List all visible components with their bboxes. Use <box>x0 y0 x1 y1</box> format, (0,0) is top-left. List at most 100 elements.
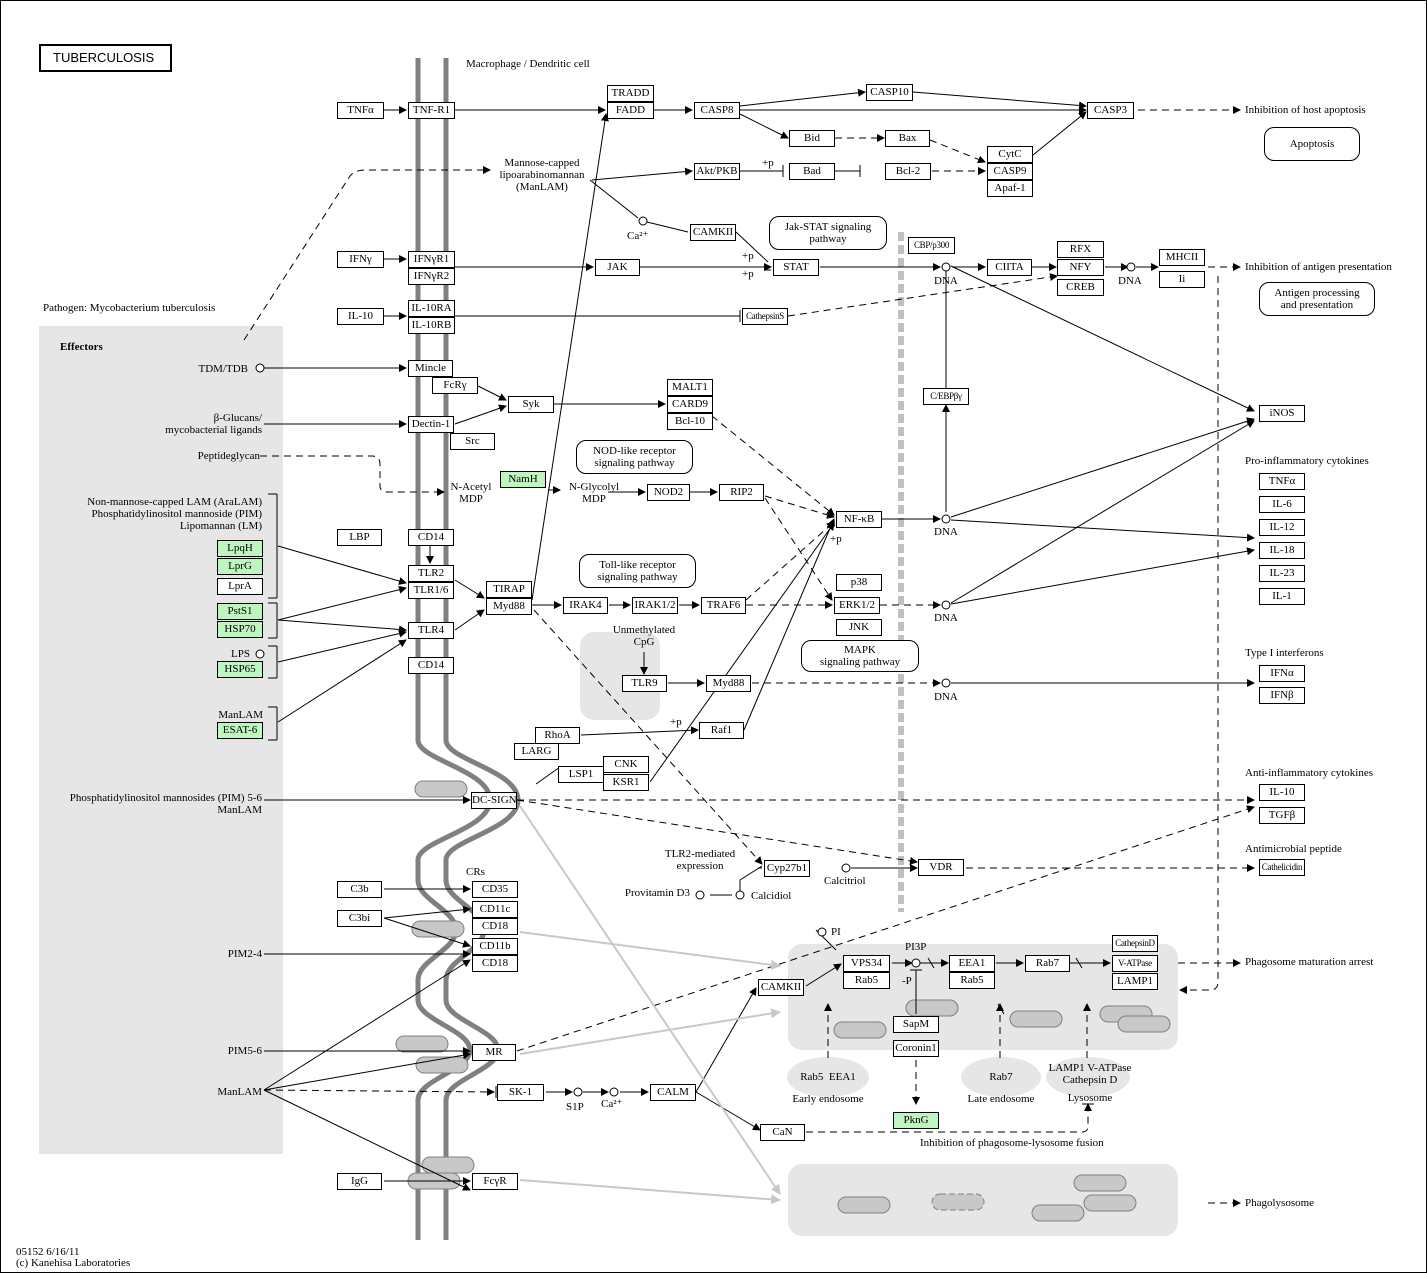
gene-node-ifna[interactable]: IFNα <box>1259 665 1305 682</box>
gene-node-cytc[interactable]: CytC <box>987 146 1033 163</box>
gene-node-rab5b[interactable]: Rab5 <box>949 972 995 989</box>
gene-node-inos[interactable]: iNOS <box>1259 405 1305 422</box>
gene-node-tnfa-o[interactable]: TNFα <box>1259 473 1305 490</box>
gene-node-ksr1[interactable]: KSR1 <box>603 774 649 791</box>
gene-node-casp9[interactable]: CASP9 <box>987 163 1033 180</box>
gene-node-nfy[interactable]: NFY <box>1057 259 1104 276</box>
gene-node-irak12[interactable]: IRAK1/2 <box>632 597 678 614</box>
gene-node-myd88a[interactable]: Myd88 <box>486 598 532 615</box>
gene-node-vps34[interactable]: VPS34 <box>843 955 890 972</box>
gene-node-bax[interactable]: Bax <box>885 130 930 147</box>
gene-node-casp3[interactable]: CASP3 <box>1087 102 1134 119</box>
gene-node-rhoa[interactable]: RhoA <box>535 727 580 744</box>
gene-node-nod2[interactable]: NOD2 <box>647 484 690 501</box>
gene-node-eea1[interactable]: EEA1 <box>949 955 995 972</box>
gene-node-jnk[interactable]: JNK <box>836 619 882 636</box>
gene-node-il18[interactable]: IL-18 <box>1259 542 1305 559</box>
gene-node-cd14a[interactable]: CD14 <box>408 529 454 546</box>
gene-node-lbp[interactable]: LBP <box>337 529 382 546</box>
gene-node-c3b[interactable]: C3b <box>337 881 382 898</box>
gene-node-igg[interactable]: IgG <box>337 1173 382 1190</box>
gene-node-hsp65[interactable]: HSP65 <box>217 661 263 678</box>
gene-node-cd11b[interactable]: CD11b <box>472 938 518 955</box>
gene-node-ciita[interactable]: CIITA <box>987 259 1032 276</box>
gene-node-lpra[interactable]: LprA <box>217 578 263 595</box>
gene-node-nfkb[interactable]: NF-κB <box>836 511 882 528</box>
gene-node-cd35[interactable]: CD35 <box>472 881 518 898</box>
gene-node-stat[interactable]: STAT <box>773 259 819 276</box>
gene-node-traf6[interactable]: TRAF6 <box>701 597 746 614</box>
gene-node-cd14b[interactable]: CD14 <box>408 657 454 674</box>
gene-node-sapm[interactable]: SapM <box>893 1016 939 1033</box>
gene-node-vatp[interactable]: V-ATPase <box>1112 955 1158 972</box>
gene-node-psts1[interactable]: PstS1 <box>217 603 263 620</box>
pathway-link-apop[interactable]: Apoptosis <box>1264 127 1360 161</box>
gene-node-ifnb[interactable]: IFNβ <box>1259 687 1305 704</box>
gene-node-mincle[interactable]: Mincle <box>408 360 453 377</box>
gene-node-mr[interactable]: MR <box>472 1044 516 1061</box>
gene-node-lamp1[interactable]: LAMP1 <box>1112 973 1158 990</box>
pathway-link-toll[interactable]: Toll-like receptor signaling pathway <box>579 554 696 588</box>
gene-node-bid[interactable]: Bid <box>789 130 835 147</box>
gene-node-cbp[interactable]: CBP/p300 <box>908 237 955 254</box>
gene-node-raf1[interactable]: Raf1 <box>699 722 744 739</box>
gene-node-catS[interactable]: CathepsinS <box>742 308 788 325</box>
gene-node-erk[interactable]: ERK1/2 <box>834 597 880 614</box>
gene-node-il10-l[interactable]: IL-10 <box>337 308 384 325</box>
gene-node-syk[interactable]: Syk <box>508 396 554 413</box>
gene-node-tirap[interactable]: TIRAP <box>486 581 532 598</box>
gene-node-mhcii[interactable]: MHCII <box>1159 249 1205 266</box>
gene-node-p38[interactable]: p38 <box>836 574 882 591</box>
gene-node-larg[interactable]: LARG <box>514 743 559 760</box>
gene-node-rab7[interactable]: Rab7 <box>1025 955 1070 972</box>
gene-node-catD[interactable]: CathepsinD <box>1112 935 1158 952</box>
gene-node-tlr2[interactable]: TLR2 <box>408 565 454 582</box>
gene-node-ifngr1[interactable]: IFNγR1 <box>408 251 455 268</box>
gene-node-tgfb[interactable]: TGFβ <box>1259 807 1305 824</box>
gene-node-esat6[interactable]: ESAT-6 <box>217 722 263 739</box>
gene-node-fcrg[interactable]: FcRγ <box>432 377 478 394</box>
gene-node-lsp1[interactable]: LSP1 <box>558 766 604 783</box>
gene-node-dectin[interactable]: Dectin-1 <box>408 416 454 433</box>
gene-node-lprg[interactable]: LprG <box>217 558 263 575</box>
gene-node-coronin[interactable]: Coronin1 <box>893 1040 939 1057</box>
gene-node-il1[interactable]: IL-1 <box>1259 588 1305 605</box>
gene-node-ifngr2[interactable]: IFNγR2 <box>408 268 455 285</box>
gene-node-tlr9[interactable]: TLR9 <box>622 675 667 692</box>
gene-node-malt1[interactable]: MALT1 <box>667 379 713 396</box>
pathway-link-jak[interactable]: Jak-STAT signaling pathway <box>769 216 887 250</box>
gene-node-src[interactable]: Src <box>450 433 495 450</box>
gene-node-jak[interactable]: JAK <box>595 259 640 276</box>
gene-node-hsp70[interactable]: HSP70 <box>217 621 263 638</box>
gene-node-vdr[interactable]: VDR <box>918 859 964 876</box>
gene-node-apaf1[interactable]: Apaf-1 <box>987 180 1033 197</box>
gene-node-tlr4[interactable]: TLR4 <box>408 622 454 639</box>
gene-node-il23[interactable]: IL-23 <box>1259 565 1305 582</box>
gene-node-casp8[interactable]: CASP8 <box>694 102 740 119</box>
gene-node-cathel[interactable]: Cathelicidin <box>1259 859 1305 876</box>
gene-node-c3bi[interactable]: C3bi <box>337 910 382 927</box>
gene-node-can[interactable]: CaN <box>760 1124 805 1141</box>
gene-node-rip2[interactable]: RIP2 <box>719 484 764 501</box>
gene-node-casp10[interactable]: CASP10 <box>866 84 913 101</box>
gene-node-ii[interactable]: Ii <box>1159 271 1205 288</box>
gene-node-bcl10[interactable]: Bcl-10 <box>667 413 713 430</box>
pathway-link-antigen[interactable]: Antigen processing and presentation <box>1259 282 1375 316</box>
pathway-link-nod[interactable]: NOD-like receptor signaling pathway <box>576 440 693 474</box>
gene-node-namh[interactable]: NamH <box>500 471 546 488</box>
gene-node-fadd[interactable]: FADD <box>607 102 654 119</box>
gene-node-rab5[interactable]: Rab5 <box>843 972 890 989</box>
gene-node-creb[interactable]: CREB <box>1057 279 1104 296</box>
pathway-link-mapk[interactable]: MAPK signaling pathway <box>801 640 919 672</box>
gene-node-myd88b[interactable]: Myd88 <box>706 675 751 692</box>
gene-node-tlr16[interactable]: TLR1/6 <box>408 582 454 599</box>
gene-node-aktpkb[interactable]: Akt/PKB <box>694 163 740 180</box>
gene-node-il12[interactable]: IL-12 <box>1259 519 1305 536</box>
gene-node-il10-o[interactable]: IL-10 <box>1259 784 1305 801</box>
gene-node-dcsign[interactable]: DC-SIGN <box>471 792 517 809</box>
gene-node-cd18b[interactable]: CD18 <box>472 955 518 972</box>
gene-node-cebp[interactable]: C/EBPβγ <box>923 388 969 405</box>
gene-node-lpqh[interactable]: LpqH <box>217 540 263 557</box>
gene-node-tnfr1[interactable]: TNF-R1 <box>408 102 455 119</box>
gene-node-cd11c[interactable]: CD11c <box>472 901 518 918</box>
